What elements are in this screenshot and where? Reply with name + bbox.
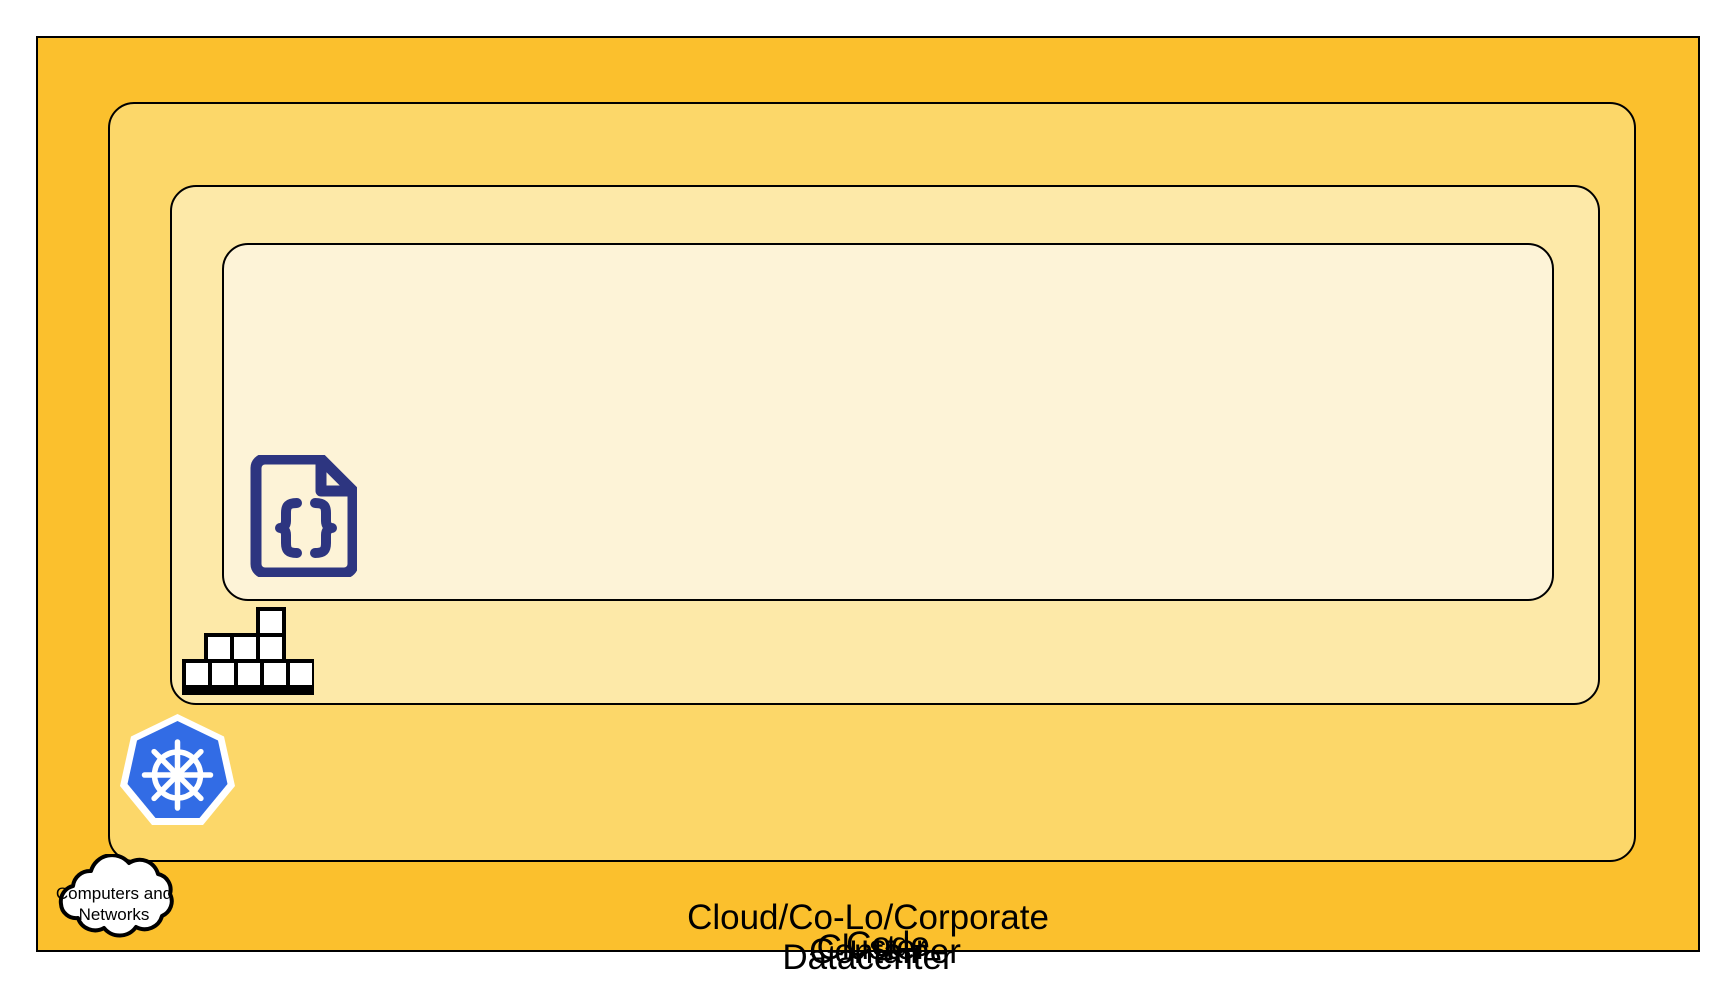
kubernetes-icon — [120, 713, 235, 828]
stacked-blocks-icon — [182, 607, 316, 695]
cloud-icon: Computers and Networks — [39, 853, 189, 954]
layer-label-datacenter: Cloud/Co-Lo/Corporate Datacenter — [687, 898, 1049, 977]
layer-label-code: Code — [846, 925, 930, 964]
code-file-icon — [247, 453, 359, 579]
layer-label-container: Container — [809, 932, 961, 971]
layer-code[interactable] — [222, 243, 1554, 601]
layer-label-cluster: Cluster — [816, 928, 928, 967]
